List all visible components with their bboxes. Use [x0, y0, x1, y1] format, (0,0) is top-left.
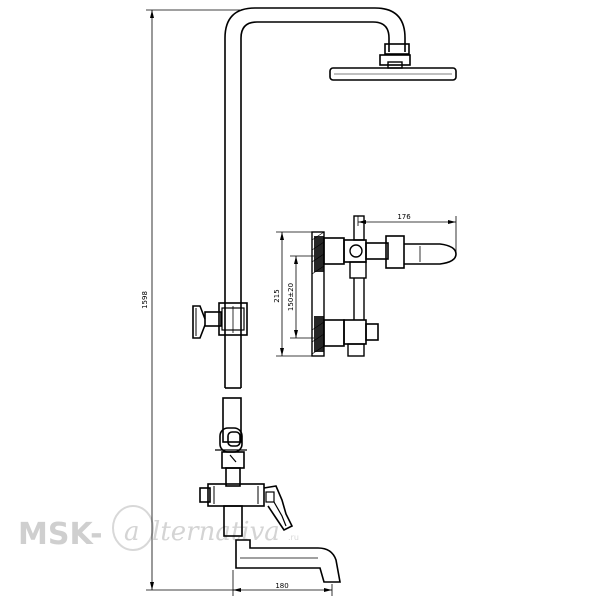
height-label: 1598 — [141, 291, 149, 309]
watermark-script: lternativa — [152, 517, 280, 547]
watermark-suffix: .ru — [288, 533, 299, 542]
riser-pipe — [224, 7, 410, 389]
detail-width-label: 176 — [397, 213, 411, 221]
lower-pipe — [215, 397, 247, 487]
detail-spacing-label: 150±20 — [287, 283, 295, 311]
watermark-prefix: MSK- — [18, 517, 103, 552]
width-label: 180 — [275, 582, 288, 590]
detail-view: 176 215 150±20 — [273, 213, 457, 357]
mixer-body — [199, 483, 294, 532]
spout — [223, 505, 341, 583]
slide-bracket — [192, 302, 248, 339]
shower-head — [329, 54, 457, 81]
watermark-at-glyph: a — [124, 517, 140, 547]
watermark-at-ring — [112, 505, 154, 551]
watermark: MSK- a lternativa .ru — [18, 505, 299, 552]
width-dimension: 180 — [232, 570, 333, 596]
height-dimension: 1598 — [141, 9, 240, 591]
detail-height-label: 215 — [273, 289, 281, 302]
